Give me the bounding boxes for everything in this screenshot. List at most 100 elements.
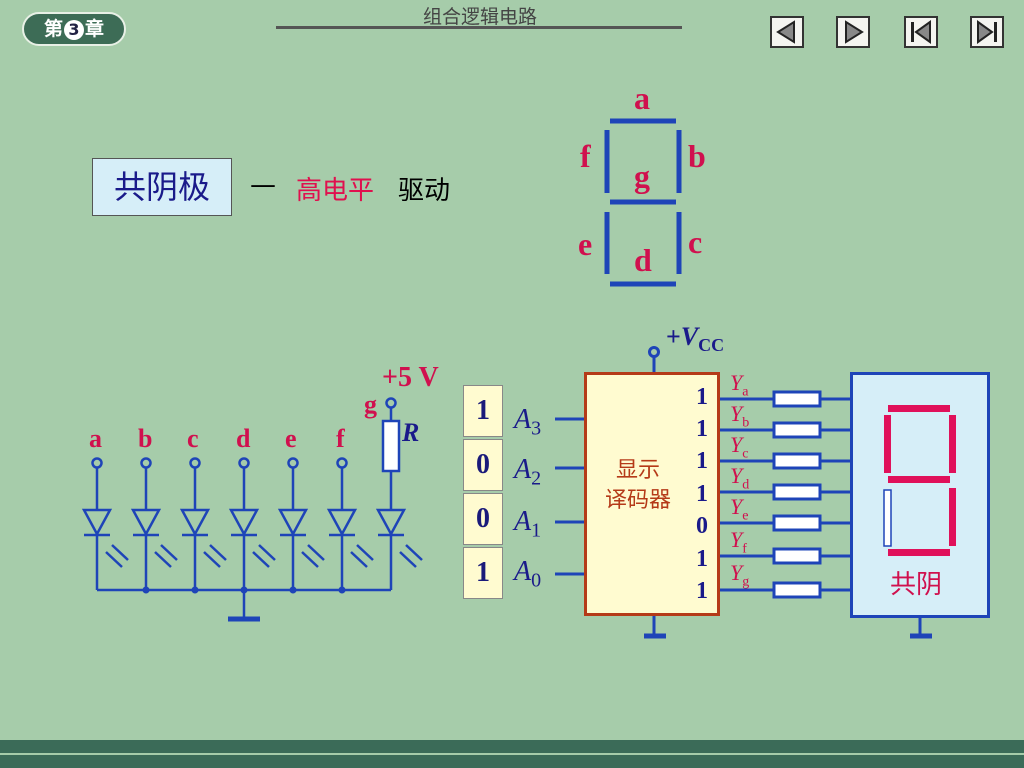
output-label-ye-letter: Y (730, 494, 743, 519)
input-bit-a0: 1 (463, 547, 503, 599)
vcc-plus: + (666, 322, 681, 351)
segment-reference (604, 118, 682, 287)
output-label-yb-sub: b (742, 415, 750, 431)
decoder-label-line2: 译码器 (604, 488, 671, 513)
unlit-segment-e (883, 489, 892, 547)
input-label-a0-sub: 0 (531, 569, 542, 592)
input-bit-a2: 0 (463, 439, 503, 491)
output-bit-yc: 1 (696, 448, 708, 474)
input-label-a1-letter: A (514, 506, 532, 537)
high-level-text: 高电平 (296, 176, 375, 206)
lit-segment-a (888, 405, 950, 412)
display-segments (883, 405, 956, 556)
lit-segment-d (888, 549, 950, 556)
decoder-label-line1: 显示 (615, 458, 660, 483)
led-input-label-f: f (336, 424, 345, 453)
output-label-yg-sub: g (742, 574, 750, 590)
skip-last-icon (977, 20, 997, 44)
led-circuit (81, 397, 423, 622)
segment-label-f: f (580, 138, 591, 174)
page-title: 组合逻辑电路 (422, 6, 537, 28)
input-label-a1-sub: 1 (531, 519, 542, 542)
input-label-a2-letter: A (514, 454, 532, 485)
led-f (326, 457, 374, 590)
input-label-a1: A1 (514, 506, 541, 543)
output-bit-yd: 1 (696, 481, 708, 507)
drive-text: 驱动 (398, 176, 451, 206)
chapter-suffix: 章 (85, 18, 105, 40)
output-bit-yg: 1 (696, 578, 708, 604)
segment-label-c: c (688, 224, 703, 260)
output-label-yf-letter: Y (730, 527, 743, 552)
previous-button[interactable] (770, 16, 804, 48)
output-label-yd: Yd (730, 463, 749, 493)
skip-first-icon (911, 20, 931, 44)
led-input-label-c: c (187, 424, 199, 453)
common-cathode-box: 共阴极 (92, 158, 232, 216)
output-bit-yb: 1 (696, 416, 708, 442)
output-label-ya-sub: a (742, 384, 749, 400)
segment-label-b: b (688, 138, 706, 174)
output-label-ye-sub: e (742, 508, 749, 524)
display-label: 共阴 (890, 570, 943, 600)
chapter-number: 3 (64, 20, 84, 40)
led-g (375, 397, 423, 590)
output-resistors (720, 390, 932, 639)
lit-segments (884, 405, 956, 556)
output-label-yf: Yf (730, 527, 747, 557)
input-label-a0: A0 (514, 556, 541, 593)
input-label-a3-sub: 3 (531, 417, 542, 440)
output-label-yb-letter: Y (730, 401, 743, 426)
led-input-label-g: g (364, 390, 377, 419)
lit-segment-b (949, 415, 956, 473)
input-bit-a3: 1 (463, 385, 503, 437)
output-label-yg: Yg (730, 560, 749, 590)
next-button[interactable] (836, 16, 870, 48)
vcc-label: +VCC (666, 322, 724, 356)
led-c (179, 457, 227, 590)
input-bit-a1: 0 (463, 493, 503, 545)
output-label-yc: Yc (730, 432, 748, 462)
seven-segment-display (850, 372, 990, 618)
output-label-yc-sub: c (742, 446, 749, 462)
lit-segment-g (888, 476, 950, 483)
output-bit-yf: 1 (696, 546, 708, 572)
first-button[interactable] (904, 16, 938, 48)
last-button[interactable] (970, 16, 1004, 48)
output-label-ya: Ya (730, 370, 748, 400)
led-input-label-b: b (138, 424, 153, 453)
display-decoder (584, 372, 720, 616)
input-label-a3: A3 (514, 404, 541, 441)
output-label-ya-letter: Y (730, 370, 743, 395)
input-label-a2: A2 (514, 454, 541, 491)
output-bit-ye: 0 (696, 513, 708, 539)
output-label-ye: Ye (730, 494, 748, 524)
input-label-a0-letter: A (514, 556, 532, 587)
vcc-terminal (648, 346, 660, 358)
output-label-yd-sub: d (742, 477, 750, 493)
input-label-a3-letter: A (514, 404, 532, 435)
vcc-subscript: CC (698, 335, 725, 356)
triangle-right-icon (845, 20, 864, 44)
segment-label-d: d (634, 242, 652, 278)
output-label-yg-letter: Y (730, 560, 743, 585)
output-label-yb: Yb (730, 401, 749, 431)
input-label-a2-sub: 2 (531, 467, 542, 490)
vcc-letter: V (680, 322, 699, 351)
junction-dots (142, 586, 346, 594)
led-e (277, 457, 325, 590)
chapter-prefix: 第 (43, 18, 63, 40)
decoder-wiring (555, 346, 666, 639)
title-underline (276, 26, 682, 29)
led-d (228, 457, 276, 590)
resistor-label: R (402, 418, 420, 447)
led-b (130, 457, 178, 590)
led-input-label-a: a (89, 424, 102, 453)
decoder-label: 显示译码器 (590, 456, 686, 516)
triangle-left-icon (776, 20, 795, 44)
segment-label-e: e (578, 226, 593, 262)
segment-label-g: g (634, 158, 650, 194)
lit-segment-f (884, 415, 891, 473)
